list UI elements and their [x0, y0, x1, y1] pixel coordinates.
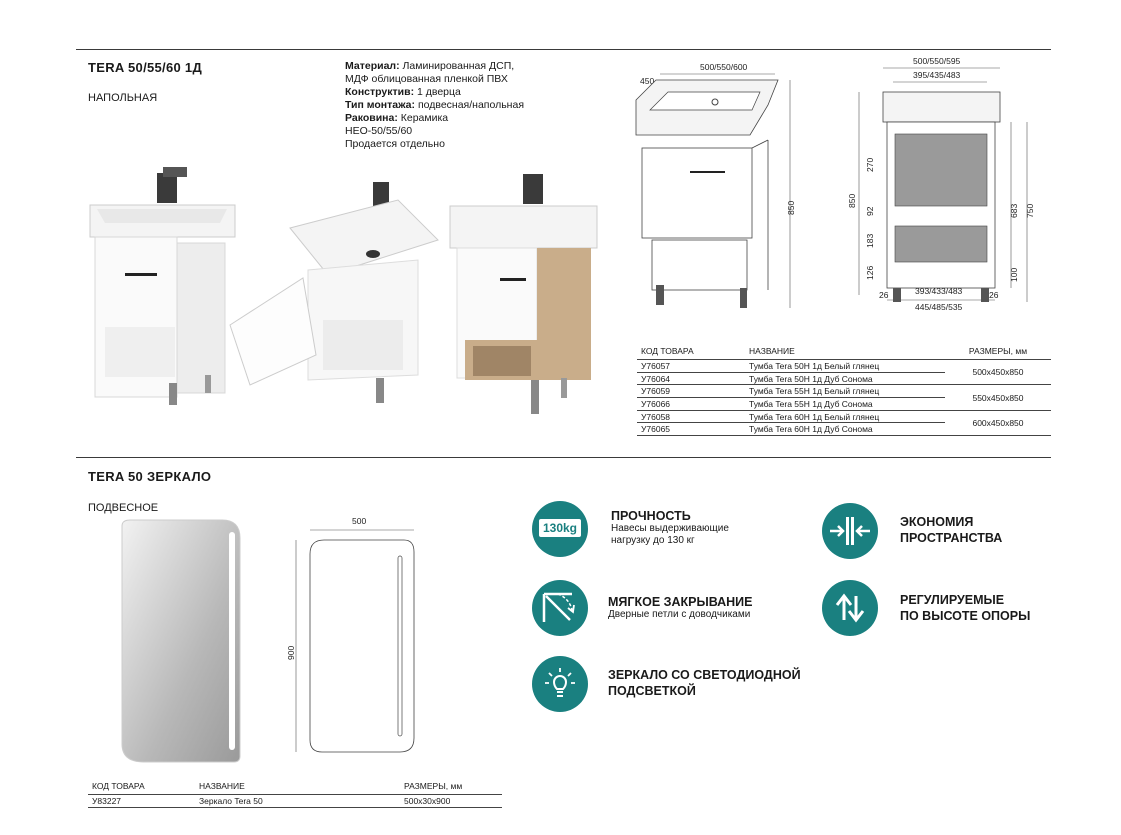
- spec-line: НЕО-50/55/60: [345, 125, 413, 137]
- cell-code: У76066: [637, 397, 745, 411]
- spec-line: Продается отдельно: [345, 138, 445, 150]
- dim-bottom-inner: 393/433/483: [915, 286, 963, 296]
- cell-name: Тумба Tera 50Н 1д Белый глянец: [745, 359, 945, 373]
- dim-depth: 450: [640, 76, 654, 86]
- table-row: У76064 Тумба Tera 50Н 1д Дуб Сонома: [637, 371, 1051, 385]
- feature-title-led: ЗЕРКАЛО СО СВЕТОДИОДНОЙ ПОДСВЕТКОЙ: [608, 668, 801, 698]
- spec-line: МДФ облицованная пленкой ПВХ: [345, 73, 508, 85]
- cell-code: У83227: [88, 793, 195, 807]
- mirror-subtitle: ПОДВЕСНОЕ: [88, 502, 159, 514]
- col-name: НАЗВАНИЕ: [199, 781, 245, 791]
- table-row: У83227 Зеркало Tera 50 500x30x900: [88, 793, 502, 807]
- feature-desc-softclose: Дверные петли с доводчиками: [608, 609, 751, 620]
- dim-top-width: 500/550/595: [913, 56, 961, 66]
- cell-size: 600x450x850: [945, 409, 1051, 436]
- dim-right-2: 750: [1025, 204, 1035, 218]
- table-row: У76057 Тумба Tera 50Н 1д Белый глянец 50…: [637, 358, 1051, 385]
- cabinet-front-drawing: 500/550/595 395/435/483 850 270 92 183 1…: [847, 56, 1035, 312]
- dim-mirror-width: 500: [352, 516, 366, 526]
- middle-rule: [76, 457, 1051, 458]
- cell-code: У76064: [637, 371, 745, 385]
- product-specs: Материал: Ламинированная ДСП, МДФ облицо…: [345, 60, 585, 151]
- adjustable-legs-icon: [822, 580, 878, 636]
- table-header: КОД ТОВАРА НАЗВАНИЕ РАЗМЕРЫ, мм: [637, 346, 1051, 360]
- cell-name: Тумба Tera 50Н 1д Дуб Сонома: [745, 371, 945, 385]
- cabinet-isometric-drawing: 450 500/550/600 850: [635, 62, 796, 308]
- cell-size: 500x450x850: [945, 358, 1051, 385]
- table-row: У76059 Тумба Tera 55Н 1д Белый глянец 55…: [637, 384, 1051, 411]
- mirror-drawing: 500 900: [286, 516, 415, 753]
- dim-bottom-outer: 445/485/535: [915, 302, 963, 312]
- soft-close-icon: [532, 580, 588, 636]
- col-size: РАЗМЕРЫ, мм: [404, 781, 463, 791]
- cell-code: У76059: [637, 384, 745, 398]
- mirror-title: TERA 50 ЗЕРКАЛО: [88, 469, 212, 484]
- table-bottom-rule: [637, 435, 1051, 437]
- cabinet-photo-wood: [449, 174, 598, 414]
- table-row: У76065 Тумба Tera 60Н 1д Дуб Сонома: [637, 422, 1051, 436]
- cell-name: Тумба Tera 55Н 1д Дуб Сонома: [745, 397, 945, 411]
- dim-seg-1: 270: [865, 158, 875, 172]
- spec-line: Тип монтажа: подвесная/напольная: [345, 99, 525, 111]
- table-header: КОД ТОВАРА НАЗВАНИЕ РАЗМЕРЫ, мм: [88, 781, 502, 795]
- col-size: РАЗМЕРЫ, мм: [968, 346, 1028, 356]
- spec-line: Материал: Ламинированная ДСП,: [345, 60, 515, 72]
- col-code: КОД ТОВАРА: [92, 781, 145, 791]
- table-bottom-rule: [88, 806, 502, 808]
- col-code: КОД ТОВАРА: [641, 346, 694, 356]
- table-row: У76058 Тумба Tera 60Н 1д Белый глянец 60…: [637, 409, 1051, 436]
- col-name: НАЗВАНИЕ: [749, 346, 795, 356]
- feature-desc-strength: Навесы выдерживающие нагрузку до 130 кг: [611, 523, 729, 546]
- space-saving-icon: [822, 503, 878, 559]
- dim-mirror-height: 900: [286, 646, 296, 660]
- cell-name: Тумба Tera 60Н 1д Белый глянец: [745, 409, 945, 423]
- dim-seg-2: 92: [865, 206, 875, 216]
- spec-line: Раковина: Керамика: [345, 112, 449, 124]
- cabinet-photo-white: [89, 167, 236, 405]
- dim-side-left: 26: [879, 290, 889, 300]
- feature-title-legs: РЕГУЛИРУЕМЫЕ ПО ВЫСОТЕ ОПОРЫ: [900, 593, 1031, 623]
- spec-line: Конструктив: 1 дверца: [345, 86, 461, 98]
- cell-code: У76057: [637, 359, 745, 373]
- dim-seg-3: 183: [865, 234, 875, 248]
- dim-right-3: 100: [1009, 268, 1019, 282]
- cell-name: Зеркало Tera 50: [195, 793, 400, 807]
- cell-name: Тумба Tera 55Н 1д Белый глянец: [745, 384, 945, 398]
- dim-right-1: 683: [1009, 204, 1019, 218]
- cabinet-table: КОД ТОВАРА НАЗВАНИЕ РАЗМЕРЫ, мм У76057 Т…: [637, 346, 1051, 437]
- feature-title-space: ЭКОНОМИЯ ПРОСТРАНСТВА: [900, 515, 1003, 545]
- cell-code: У76065: [637, 422, 745, 436]
- weight-130kg-icon: 130kg: [532, 501, 588, 557]
- cell-size: 550x450x850: [945, 384, 1051, 411]
- cell-size: 500x30x900: [400, 793, 502, 807]
- dim-height: 850: [786, 201, 796, 215]
- led-bulb-icon: [532, 656, 588, 712]
- feature-title-strength: ПРОЧНОСТЬ: [611, 509, 691, 523]
- product-title: TERA 50/55/60 1Д: [88, 60, 203, 75]
- dim-height-left: 850: [847, 194, 857, 208]
- dim-seg-4: 126: [865, 266, 875, 280]
- cell-name: Тумба Tera 60Н 1д Дуб Сонома: [745, 422, 945, 436]
- weight-badge: 130kg: [539, 519, 581, 537]
- cabinet-photo-open: [229, 182, 439, 403]
- mirror-table: КОД ТОВАРА НАЗВАНИЕ РАЗМЕРЫ, мм У83227 З…: [88, 781, 502, 808]
- dim-width: 500/550/600: [700, 62, 748, 72]
- cell-code: У76058: [637, 409, 745, 423]
- table-row: У76066 Тумба Tera 55Н 1д Дуб Сонома: [637, 397, 1051, 411]
- product-subtitle: НАПОЛЬНАЯ: [88, 92, 158, 104]
- top-rule: [76, 49, 1051, 50]
- mirror-photo: [121, 519, 241, 763]
- dim-side-right: 26: [989, 290, 999, 300]
- dim-inner-width: 395/435/483: [913, 70, 961, 80]
- feature-title-softclose: МЯГКОЕ ЗАКРЫВАНИЕ: [608, 595, 753, 609]
